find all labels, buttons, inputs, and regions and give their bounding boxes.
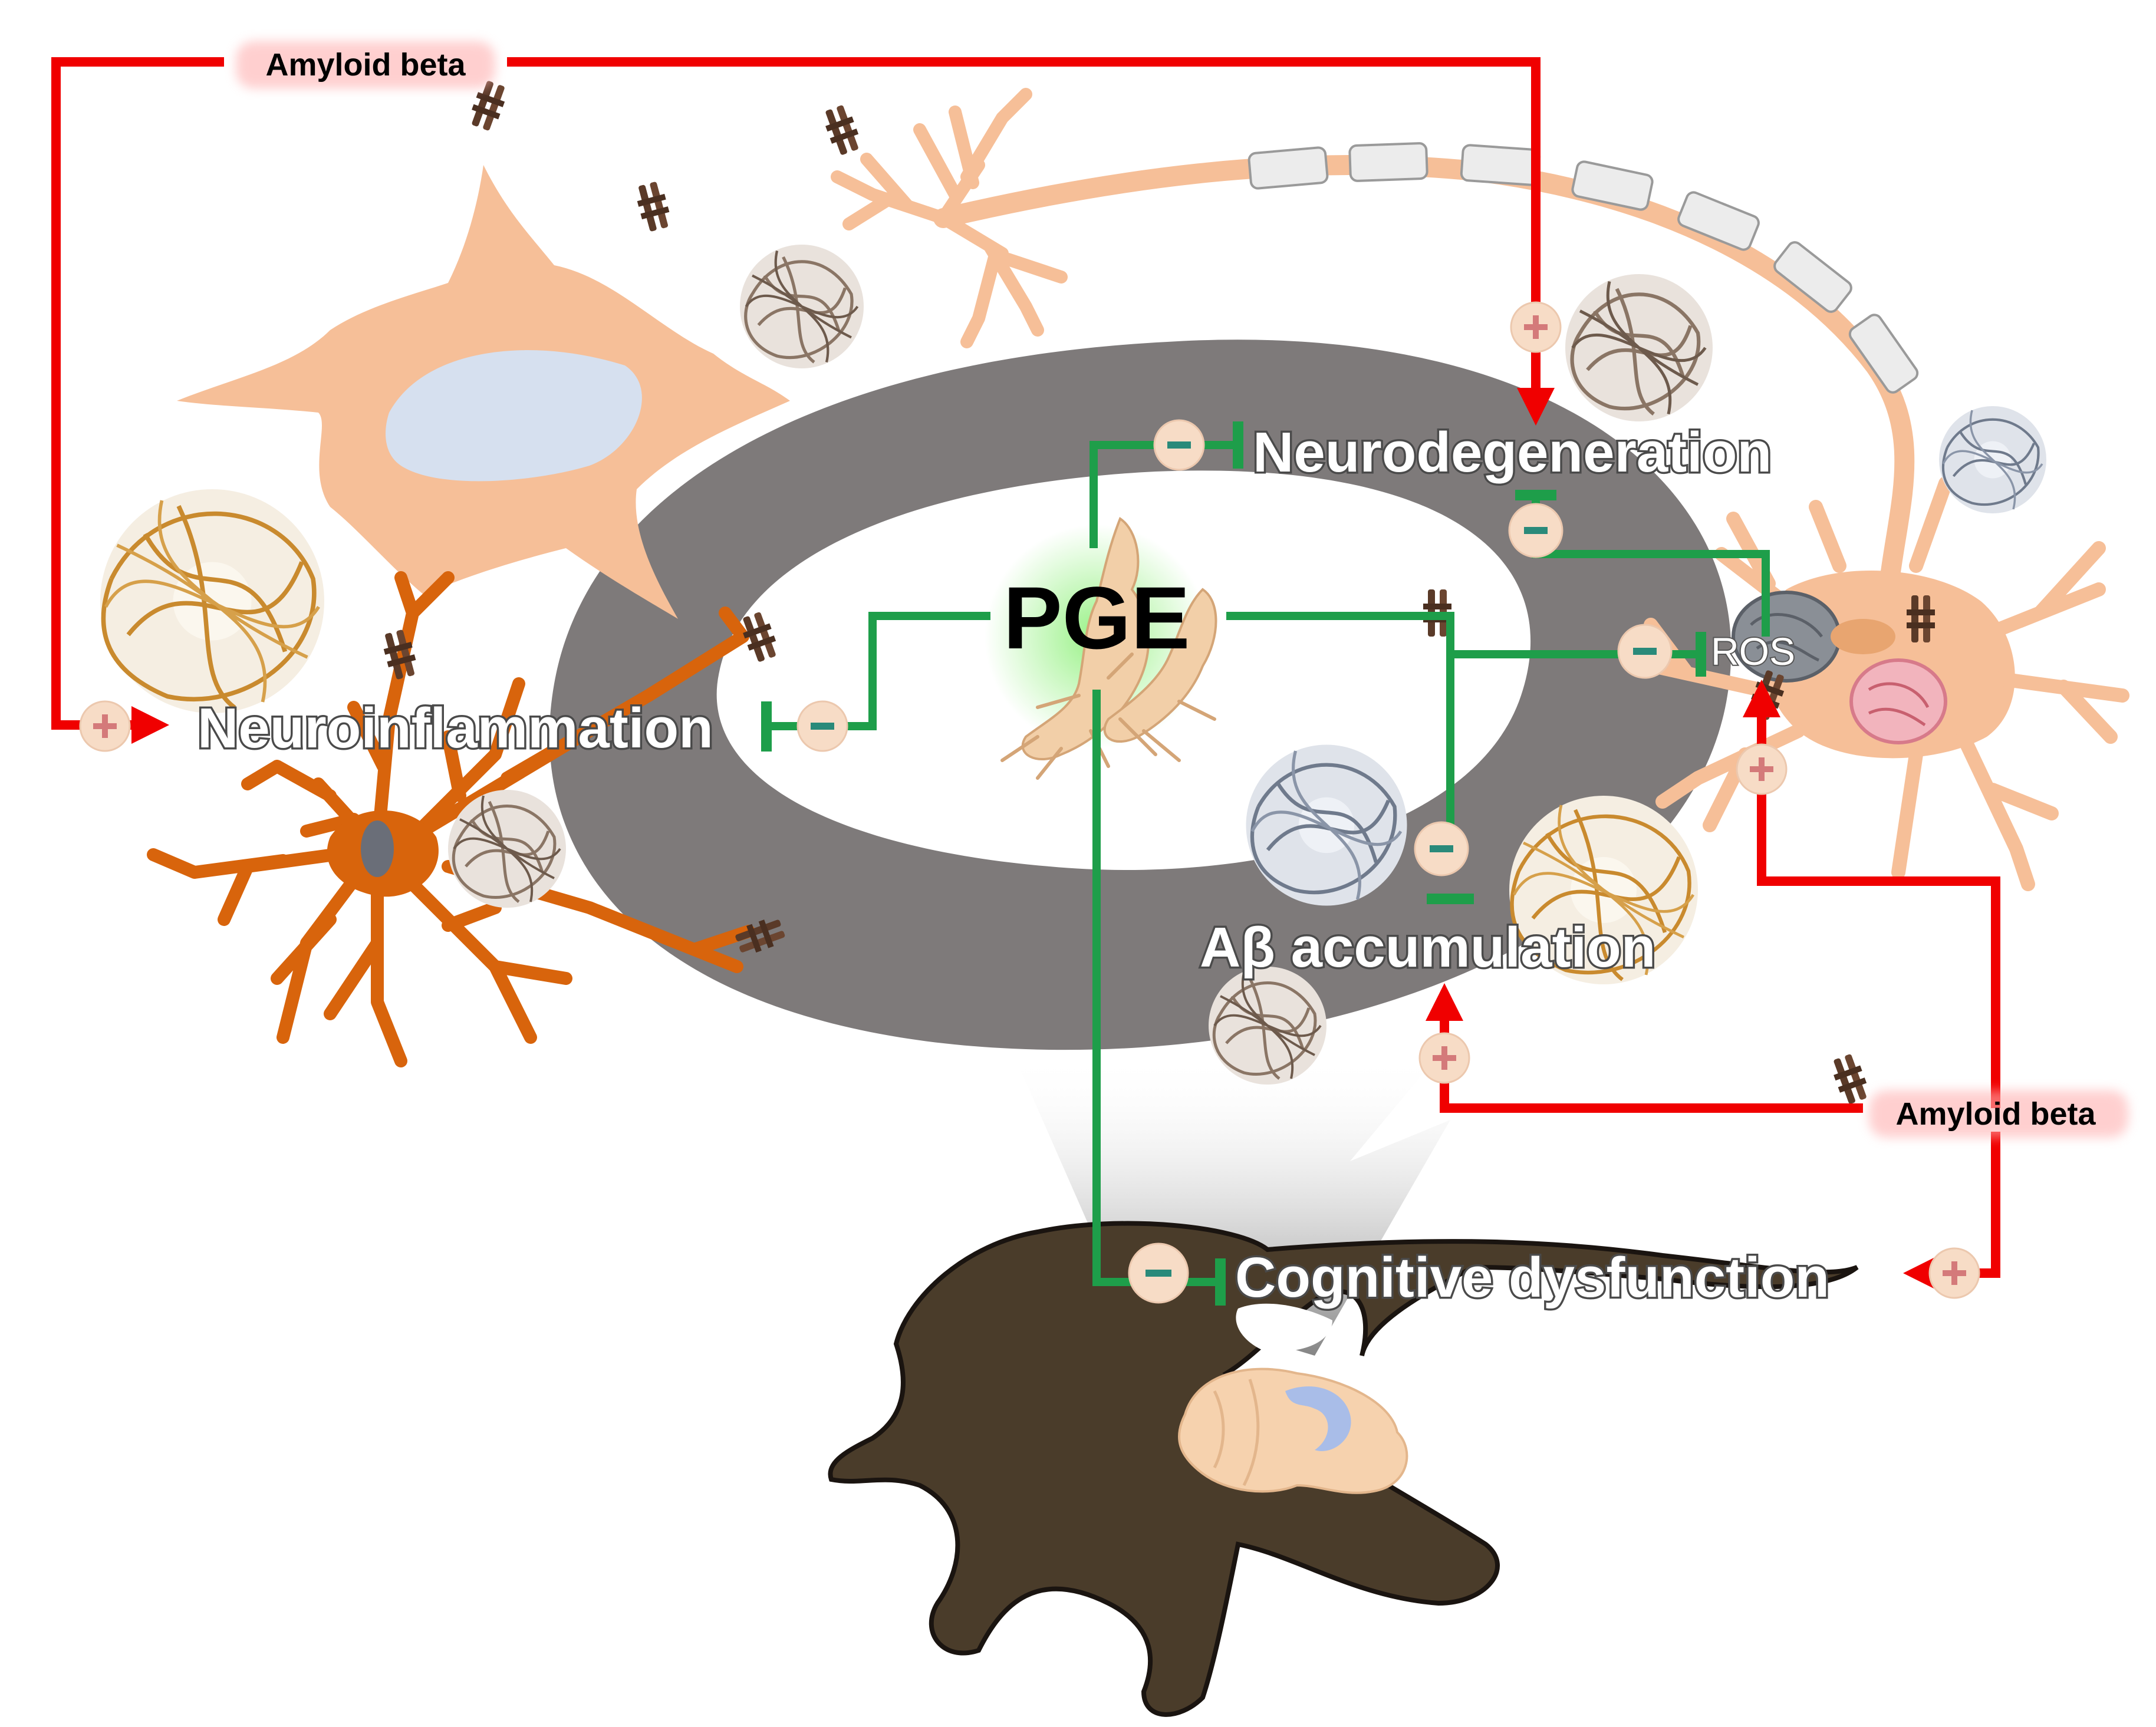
amyloid-label-right: Amyloid beta: [1869, 1090, 2128, 1138]
mouse-silhouette: [828, 1221, 1859, 1717]
myelinated-neuron: [831, 88, 2129, 891]
amyloid-label-top: Amyloid beta: [236, 41, 495, 88]
amyloid-plaque-icon: [448, 790, 566, 908]
sign-markers: [79, 301, 1980, 1304]
ab-accumulation-label: Aβ accumulation: [1200, 916, 1655, 979]
microglia-cell: [147, 571, 755, 1067]
minus-sign-icon: [1153, 419, 1205, 471]
background-illustration: [100, 78, 2129, 1717]
minus-sign-icon: [1617, 624, 1673, 679]
plus-sign-icon: [1510, 301, 1562, 353]
plus-sign-icon: [1736, 743, 1788, 795]
cognitive-dysfunction-label: Cognitive dysfunction: [1235, 1246, 1829, 1309]
arrow-amyloid-to-ab-accumulation: [1426, 983, 1863, 1113]
amyloid-plaque-icon: [100, 489, 324, 713]
arrow-amyloid-to-ros: [1743, 680, 2000, 1108]
plus-sign-icon: [79, 700, 131, 752]
amyloid-plaque-icon: [1939, 406, 2046, 513]
neurodegeneration-label: Neurodegeneration: [1253, 421, 1772, 484]
amyloid-beta-label: Amyloid beta: [265, 47, 466, 83]
plus-sign-icon: [1418, 1032, 1470, 1084]
pge-label: PGE: [1003, 568, 1190, 667]
ros-label: ROS: [1711, 630, 1795, 673]
neuron-cell-top-left: [177, 165, 790, 619]
ginseng-root-icon: [985, 516, 1217, 780]
amyloid-plaque-icon: [1246, 745, 1407, 906]
amyloid-plaque-icon: [1565, 274, 1713, 421]
minus-sign-icon: [1508, 503, 1563, 558]
minus-sign-icon: [1128, 1242, 1189, 1304]
brain-icon: [1178, 1367, 1408, 1494]
amyloid-fibril-icon: [633, 180, 673, 233]
amyloid-fibril-icon: [1828, 1052, 1872, 1106]
amyloid-beta-label: Amyloid beta: [1895, 1096, 2096, 1132]
neuroinflammation-label: Neuroinflammation: [198, 697, 713, 760]
amyloid-fibril-icon: [820, 103, 864, 157]
amyloid-plaque-icon: [740, 245, 864, 368]
minus-sign-icon: [1414, 821, 1469, 876]
amyloid-plaque-icon: [1209, 967, 1326, 1085]
minus-sign-icon: [796, 700, 848, 752]
amyloid-fibril-icon: [738, 609, 781, 664]
arrow-amyloid-to-neurodegeneration: [507, 57, 1555, 426]
plus-sign-icon: [1928, 1247, 1980, 1299]
